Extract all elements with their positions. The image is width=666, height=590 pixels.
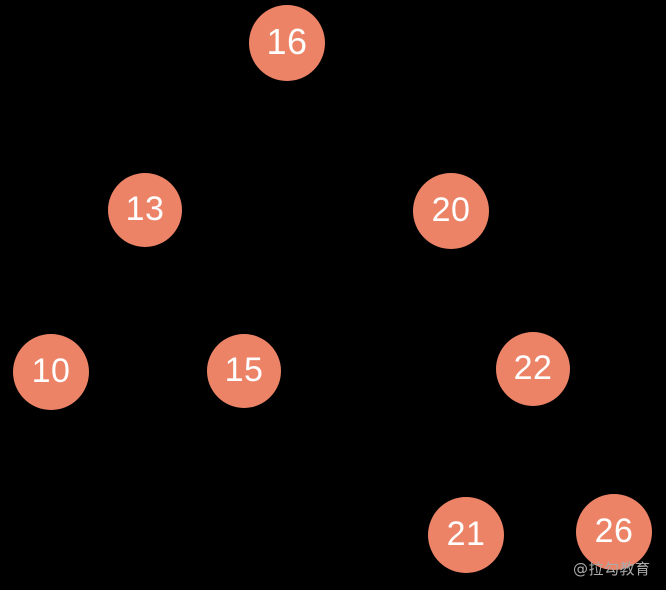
tree-node-10[interactable]: 10 [13, 334, 89, 410]
tree-node-16[interactable]: 16 [249, 5, 325, 81]
tree-node-22[interactable]: 22 [496, 332, 570, 406]
tree-node-label: 13 [125, 190, 165, 228]
tree-node-label: 20 [431, 191, 471, 229]
tree-node-label: 10 [31, 352, 71, 390]
tree-node-20[interactable]: 20 [413, 173, 489, 249]
tree-node-13[interactable]: 13 [108, 173, 182, 247]
watermark-label: @拉勾教育 [573, 560, 651, 578]
tree-node-label: 16 [266, 21, 308, 62]
tree-node-26[interactable]: 26 [576, 494, 652, 570]
tree-node-21[interactable]: 21 [428, 497, 504, 573]
tree-node-label: 22 [513, 349, 553, 387]
tree-node-label: 15 [224, 351, 264, 389]
tree-node-label: 26 [594, 512, 634, 550]
tree-node-15[interactable]: 15 [207, 334, 281, 408]
tree-node-label: 21 [446, 515, 486, 553]
